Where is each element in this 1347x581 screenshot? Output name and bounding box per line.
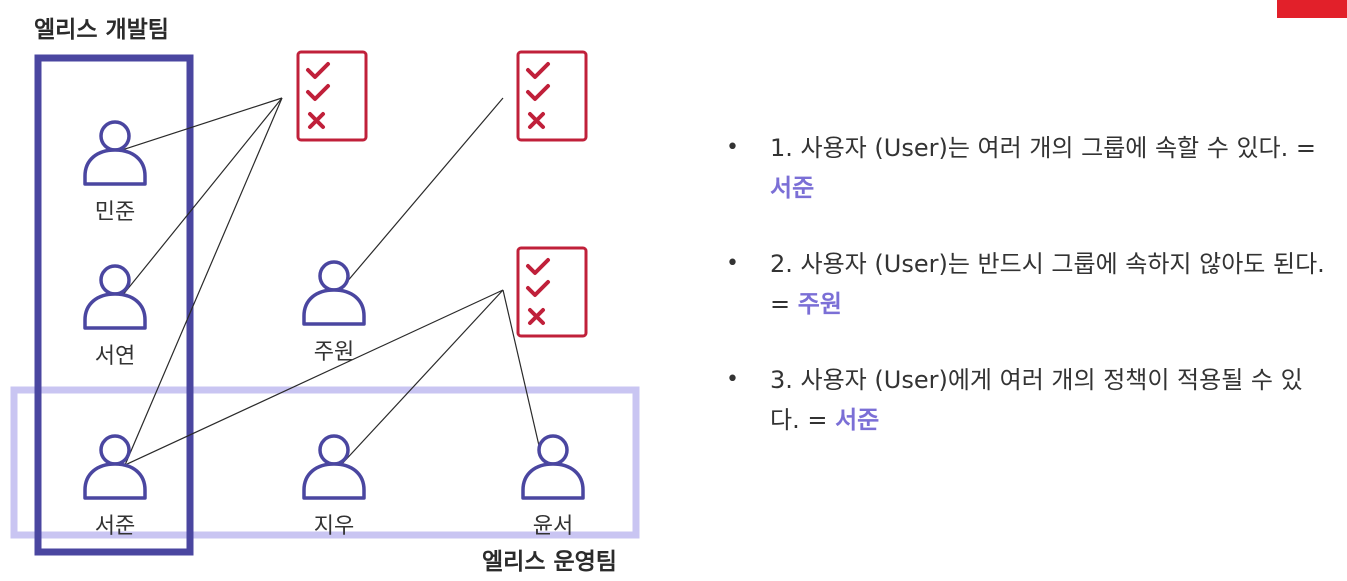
check-icon xyxy=(526,62,550,79)
rule-text: 3. 사용자 (User)에게 여러 개의 정책이 적용될 수 있다. = xyxy=(770,366,1303,434)
user-icon xyxy=(302,434,366,500)
rule-highlight: 서준 xyxy=(770,174,815,202)
user-name: 지우 xyxy=(313,514,355,539)
policy-document-3[interactable] xyxy=(516,246,588,338)
rule-item: • 1. 사용자 (User)는 여러 개의 그룹에 속할 수 있다. = 서준 xyxy=(722,128,1332,208)
dev-team-label: 엘리스 개발팀 xyxy=(34,17,169,43)
user-icon xyxy=(521,434,585,500)
user-seojun[interactable]: 서준 xyxy=(65,432,165,540)
user-name: 주원 xyxy=(313,340,355,365)
user-name: 민준 xyxy=(94,200,136,225)
user-seoyeon[interactable]: 서연 xyxy=(65,262,165,370)
rule-text: 2. 사용자 (User)는 반드시 그룹에 속하지 않아도 된다. = xyxy=(770,250,1325,318)
rules-list: •1. 사용자 (User)는 여러 개의 그룹에 속할 수 있다. = 서준 … xyxy=(722,128,1332,476)
user-name: 서연 xyxy=(94,344,136,369)
link-policy-3-seojun xyxy=(124,289,504,466)
check-icon xyxy=(306,62,330,79)
link-policy-1-seoyeon xyxy=(121,97,283,297)
user-jiwoo[interactable]: 지우 xyxy=(284,432,384,540)
user-minjun[interactable]: 민준 xyxy=(65,118,165,226)
user-icon xyxy=(83,120,147,186)
check-icon xyxy=(306,84,330,101)
check-icon xyxy=(526,84,550,101)
x-icon xyxy=(308,112,325,129)
dev-team-box xyxy=(34,54,194,556)
bullet-dot: • xyxy=(726,251,739,276)
rule-text: 1. 사용자 (User)는 여러 개의 그룹에 속할 수 있다. = xyxy=(770,134,1317,162)
policy-document-1[interactable] xyxy=(296,50,368,142)
user-name: 윤서 xyxy=(532,514,574,539)
x-icon xyxy=(528,112,545,129)
rule-highlight: 서준 xyxy=(835,406,880,434)
bullet-dot: • xyxy=(726,367,739,392)
x-icon xyxy=(528,308,545,325)
user-name: 서준 xyxy=(94,514,136,539)
user-icon xyxy=(83,434,147,500)
bullet-dot: • xyxy=(726,135,739,160)
user-icon xyxy=(83,264,147,330)
rule-item: • 2. 사용자 (User)는 반드시 그룹에 속하지 않아도 된다. = 주원 xyxy=(722,244,1332,324)
brand-accent-bar xyxy=(1277,0,1347,18)
link-policy-1-minjun xyxy=(121,97,283,151)
user-icon xyxy=(302,260,366,326)
check-icon xyxy=(526,280,550,297)
link-policy-3-jiwoo xyxy=(339,289,504,467)
link-policy-1-seojun xyxy=(124,97,283,466)
rule-highlight: 주원 xyxy=(797,290,842,318)
rule-item: • 3. 사용자 (User)에게 여러 개의 정책이 적용될 수 있다. = 서… xyxy=(722,360,1332,440)
policy-document-2[interactable] xyxy=(516,50,588,142)
link-policy-2-juwon xyxy=(339,97,504,291)
ops-team-box xyxy=(10,386,640,539)
check-icon xyxy=(526,258,550,275)
connection-lines xyxy=(121,97,541,467)
link-policy-3-yunseo xyxy=(502,289,541,451)
ops-team-label: 엘리스 운영팀 xyxy=(482,549,617,575)
user-yunseo[interactable]: 윤서 xyxy=(503,432,603,540)
user-juwon[interactable]: 주원 xyxy=(284,258,384,366)
